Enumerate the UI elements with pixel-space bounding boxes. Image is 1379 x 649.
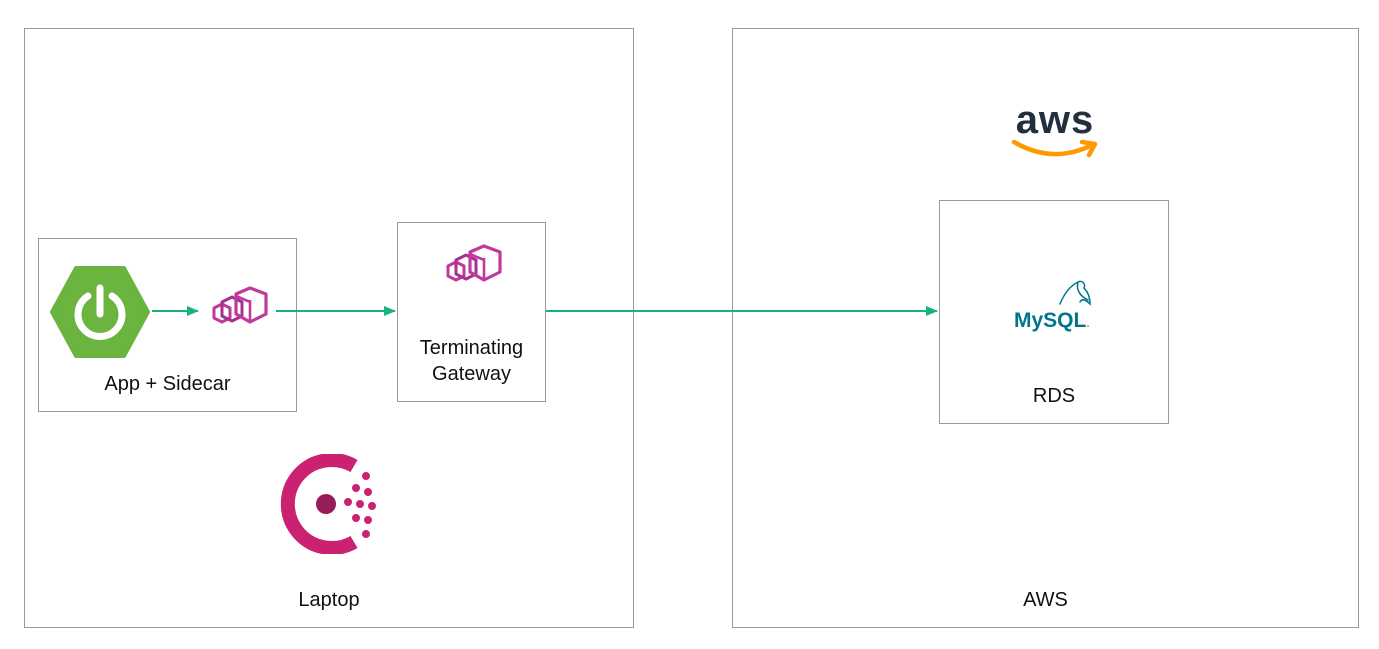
aws-region (732, 28, 1359, 628)
rds-label: RDS (1032, 385, 1076, 407)
mysql-logo-dot: . (1086, 316, 1090, 330)
mysql-logo-text: MySQL (1014, 309, 1087, 332)
envoy-icon (202, 286, 272, 338)
laptop-label: Laptop (298, 589, 360, 611)
app-sidecar-box (38, 238, 297, 412)
aws-label: AWS (1023, 589, 1068, 611)
aws-logo: aws (1000, 98, 1110, 164)
aws-logo-text: aws (1015, 98, 1095, 142)
spring-boot-icon (50, 266, 150, 358)
consul-icon (276, 454, 386, 554)
terminating-gateway-box (397, 222, 546, 402)
mysql-logo: MySQL. (1010, 278, 1100, 338)
laptop-region (24, 28, 634, 628)
envoy-icon (436, 244, 506, 296)
rds-box (939, 200, 1169, 424)
terminating-gateway-label: Terminating Gateway (419, 337, 524, 385)
app-sidecar-label: App + Sidecar (104, 373, 231, 395)
